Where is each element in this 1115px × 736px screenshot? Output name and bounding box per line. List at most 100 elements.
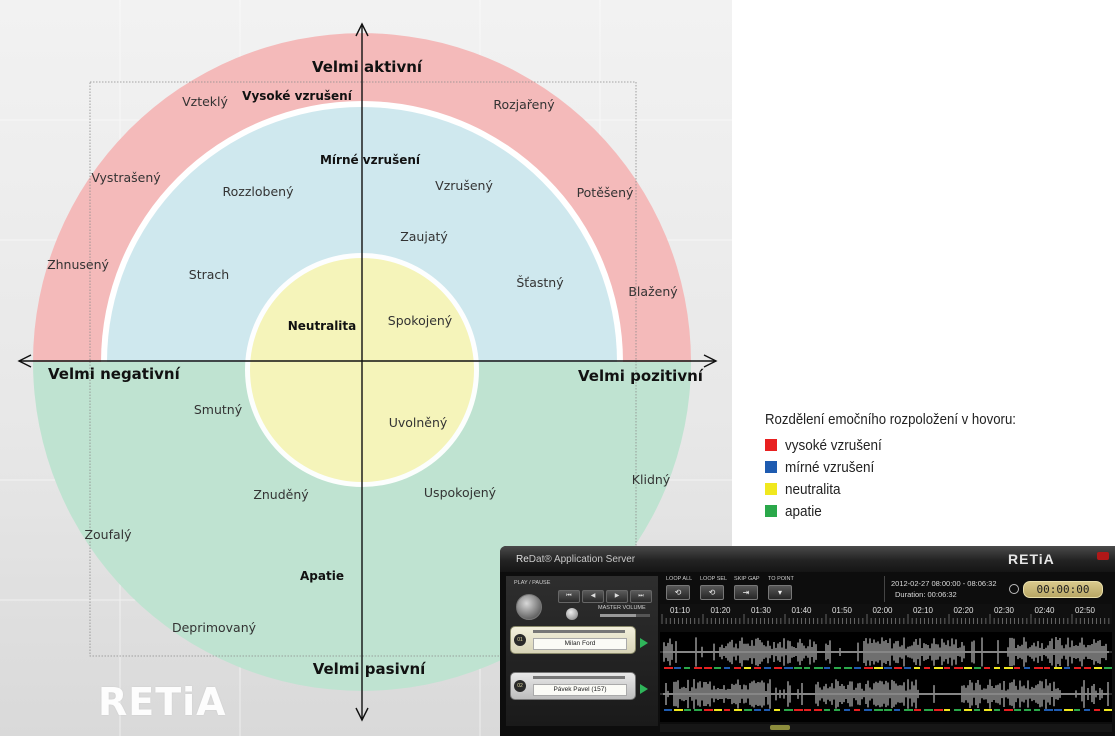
emotion-vystraseny: Vystrašený — [91, 170, 161, 185]
emotion-marker — [1064, 709, 1073, 711]
emotion-zhnuseny: Zhnusený — [47, 257, 109, 272]
emotion-marker — [1074, 709, 1080, 711]
loop-toolbar: LOOP ALL ⟲ LOOP SEL ⟲ SKIP GAP ⇥ TO POIN… — [660, 576, 880, 602]
legend-item-apathy: apatie — [765, 500, 1050, 522]
timeline-scrollbar[interactable] — [660, 724, 1112, 732]
emotion-marker — [664, 667, 673, 669]
close-icon[interactable] — [1097, 552, 1109, 560]
emotion-znudeny: Znuděný — [253, 487, 309, 502]
ruler-label: 01:40 — [791, 606, 812, 615]
emotion-deprimovany: Deprimovaný — [172, 620, 257, 635]
speaker-icon[interactable] — [640, 684, 648, 694]
emotion-marker — [774, 709, 780, 711]
zone-label-apathy: Apatie — [300, 569, 344, 583]
emotion-marker — [834, 709, 840, 711]
legend: Rozdělení emočního rozpoložení v hovoru:… — [765, 411, 1050, 522]
emotion-marker — [1014, 667, 1020, 669]
emotion-uspokojeny: Uspokojený — [424, 485, 497, 500]
master-volume-slider[interactable] — [600, 614, 650, 617]
dotted-frame — [89, 81, 637, 657]
speaker-name: Milan Ford — [533, 638, 627, 650]
axes — [17, 22, 718, 722]
loop-sel-label: LOOP SEL — [700, 576, 728, 582]
emotion-marker — [1104, 667, 1112, 669]
emotion-uvolneny: Uvolněný — [389, 415, 448, 430]
time-counter: 00:00:00 — [1023, 581, 1103, 598]
speaker-row-2[interactable]: 02 Pávek Pavel (157) — [510, 672, 636, 700]
channel-badge: 02 — [514, 680, 526, 692]
waveform-area[interactable] — [660, 632, 1112, 722]
emotion-vztekly: Vzteklý — [182, 94, 228, 109]
emotion-smutny: Smutný — [194, 402, 243, 417]
emotion-marker — [964, 667, 972, 669]
ruler-label: 02:30 — [994, 606, 1015, 615]
clock-icon — [1009, 584, 1019, 594]
emotion-marker — [674, 667, 681, 669]
emotion-marker — [994, 709, 1000, 711]
balance-knob[interactable] — [566, 608, 578, 620]
skip-forward-button[interactable]: ⏭ — [630, 590, 652, 603]
emotion-marker — [924, 667, 930, 669]
emotion-marker — [934, 667, 943, 669]
emotion-marker — [764, 709, 770, 711]
emotion-marker — [674, 709, 683, 711]
recording-datetime: 2012-02-27 08:00:00 - 08:06:32 — [891, 579, 997, 588]
emotion-marker — [1064, 667, 1070, 669]
emotion-marker — [684, 667, 690, 669]
app-titlebar: ReDat® Application Server RETiA — [500, 546, 1115, 572]
emotion-marker — [704, 709, 713, 711]
emotion-marker — [884, 709, 892, 711]
to-point-button[interactable]: ▾ — [768, 585, 792, 600]
zone-label-high: Vysoké vzrušení — [242, 89, 353, 103]
emotion-marker — [954, 709, 961, 711]
speaker-volume-slider[interactable] — [533, 630, 625, 633]
scroll-thumb[interactable] — [770, 725, 790, 730]
emotion-marker — [724, 709, 730, 711]
ruler-label: 02:00 — [872, 606, 893, 615]
loop-sel-button[interactable]: ⟲ — [700, 585, 724, 600]
emotion-marker — [1004, 709, 1013, 711]
emotion-marker — [794, 709, 803, 711]
emotion-rozzlobeny: Rozzlobený — [223, 184, 295, 199]
emotion-marker — [904, 709, 913, 711]
forward-button[interactable]: ▶ — [606, 590, 628, 603]
emotion-marker — [914, 709, 921, 711]
emotion-marker — [734, 709, 742, 711]
legend-swatch-green — [765, 505, 777, 517]
skip-back-button[interactable]: ⏮ — [558, 590, 580, 603]
emotion-marker — [694, 709, 702, 711]
speaker-icon[interactable] — [640, 638, 648, 648]
rewind-button[interactable]: ◀ — [582, 590, 604, 603]
app-title: ReDat® Application Server — [516, 554, 636, 565]
speaker-row-1[interactable]: 01 Milan Ford — [510, 626, 636, 654]
emotion-marker — [1104, 709, 1112, 711]
play-pause-button[interactable] — [516, 594, 542, 620]
emotion-marker — [1054, 667, 1062, 669]
skip-gap-button[interactable]: ⇥ — [734, 585, 758, 600]
emotion-marker — [864, 667, 873, 669]
emotion-marker — [704, 667, 712, 669]
legend-label: vysoké vzrušení — [785, 436, 882, 454]
emotion-blazeny: Blažený — [628, 284, 678, 299]
emotion-marker — [874, 667, 883, 669]
ruler-label: 01:20 — [710, 606, 731, 615]
emotion-marker — [974, 667, 981, 669]
pole-top: Velmi aktivní — [312, 58, 423, 76]
emotion-marker — [844, 667, 852, 669]
emotion-marker — [1034, 667, 1043, 669]
pole-bottom: Velmi pasivní — [313, 660, 426, 678]
emotion-marker — [764, 667, 771, 669]
emotion-zaujaty: Zaujatý — [400, 229, 448, 244]
emotion-marker — [974, 709, 980, 711]
speaker-volume-slider[interactable] — [533, 676, 625, 679]
legend-swatch-yellow — [765, 483, 777, 495]
emotion-strach: Strach — [189, 267, 229, 282]
emotion-marker — [814, 667, 823, 669]
to-point-label: TO POINT — [768, 576, 794, 582]
ruler-label: 02:40 — [1034, 606, 1055, 615]
emotion-marker — [834, 667, 841, 669]
emotion-marker — [784, 667, 793, 669]
player-panel: PLAY / PAUSE ⏮ ◀ ▶ ⏭ MASTER VOLUME 01 Mi… — [506, 576, 658, 726]
loop-all-button[interactable]: ⟲ — [666, 585, 690, 600]
